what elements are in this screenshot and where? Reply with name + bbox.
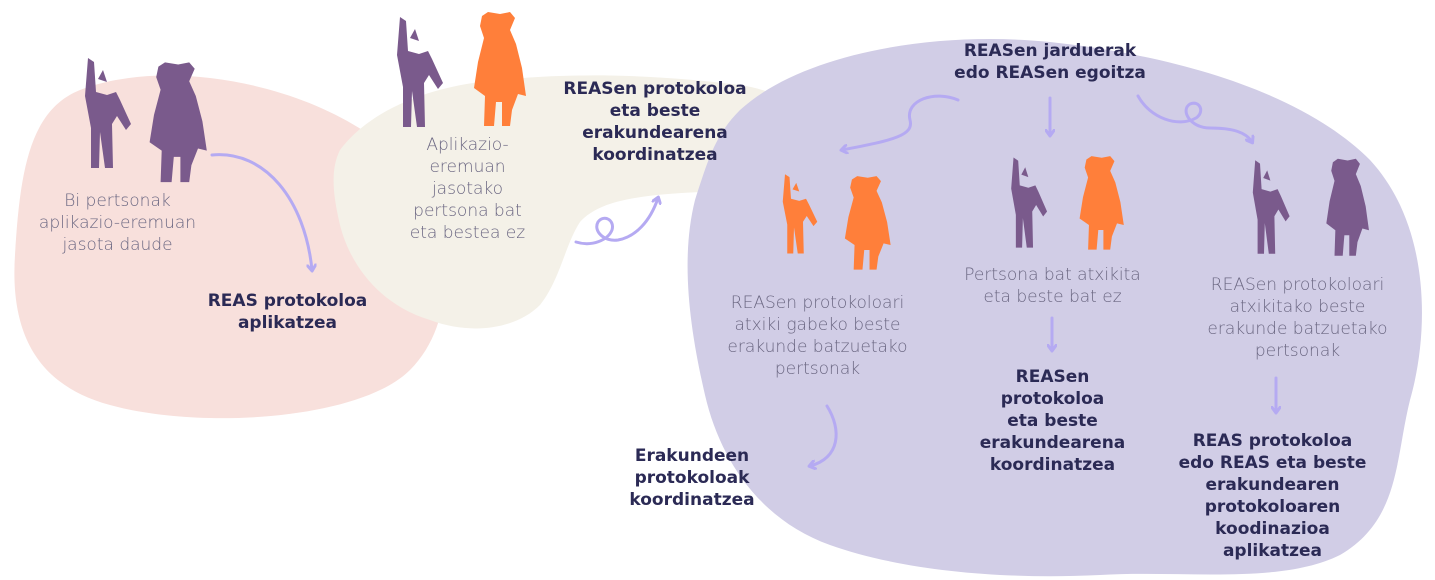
middle-description: Aplikazio- eremuan jasotako pertsona bat… [409,135,526,243]
cream-blob [333,75,811,329]
arrow-header-left [842,94,960,150]
right-header: REASen jarduerak edo REASen egoitza [954,41,1146,83]
right-c-description: REASen protokoloari atxikitako beste era… [1207,275,1388,361]
right-c-action: REAS protokoloa edo REAS eta beste eraku… [1178,431,1367,561]
arrow-middle-curly [574,198,658,246]
left-description: Bi pertsonak aplikazio-eremuan jasota da… [38,191,197,255]
arrow-header-right [1136,94,1252,142]
right-b-description: Pertsona bat atxikita eta beste bat ez [964,265,1141,307]
middle-action: REASen protokoloa eta beste erakundearen… [563,79,747,165]
lavender-blob [687,39,1422,577]
right-a-description: REASen protokoloari atxiki gabeko beste … [727,293,908,379]
right-b-action: REASen protokoloa eta beste erakundearen… [979,367,1126,475]
left-action: REAS protokoloa aplikatzea [207,291,368,333]
right-a-action: Erakundeen protokoloak koordinatzea [629,446,755,510]
arrow-right-a-down [810,404,838,466]
arrow-left-to-action [210,153,312,270]
